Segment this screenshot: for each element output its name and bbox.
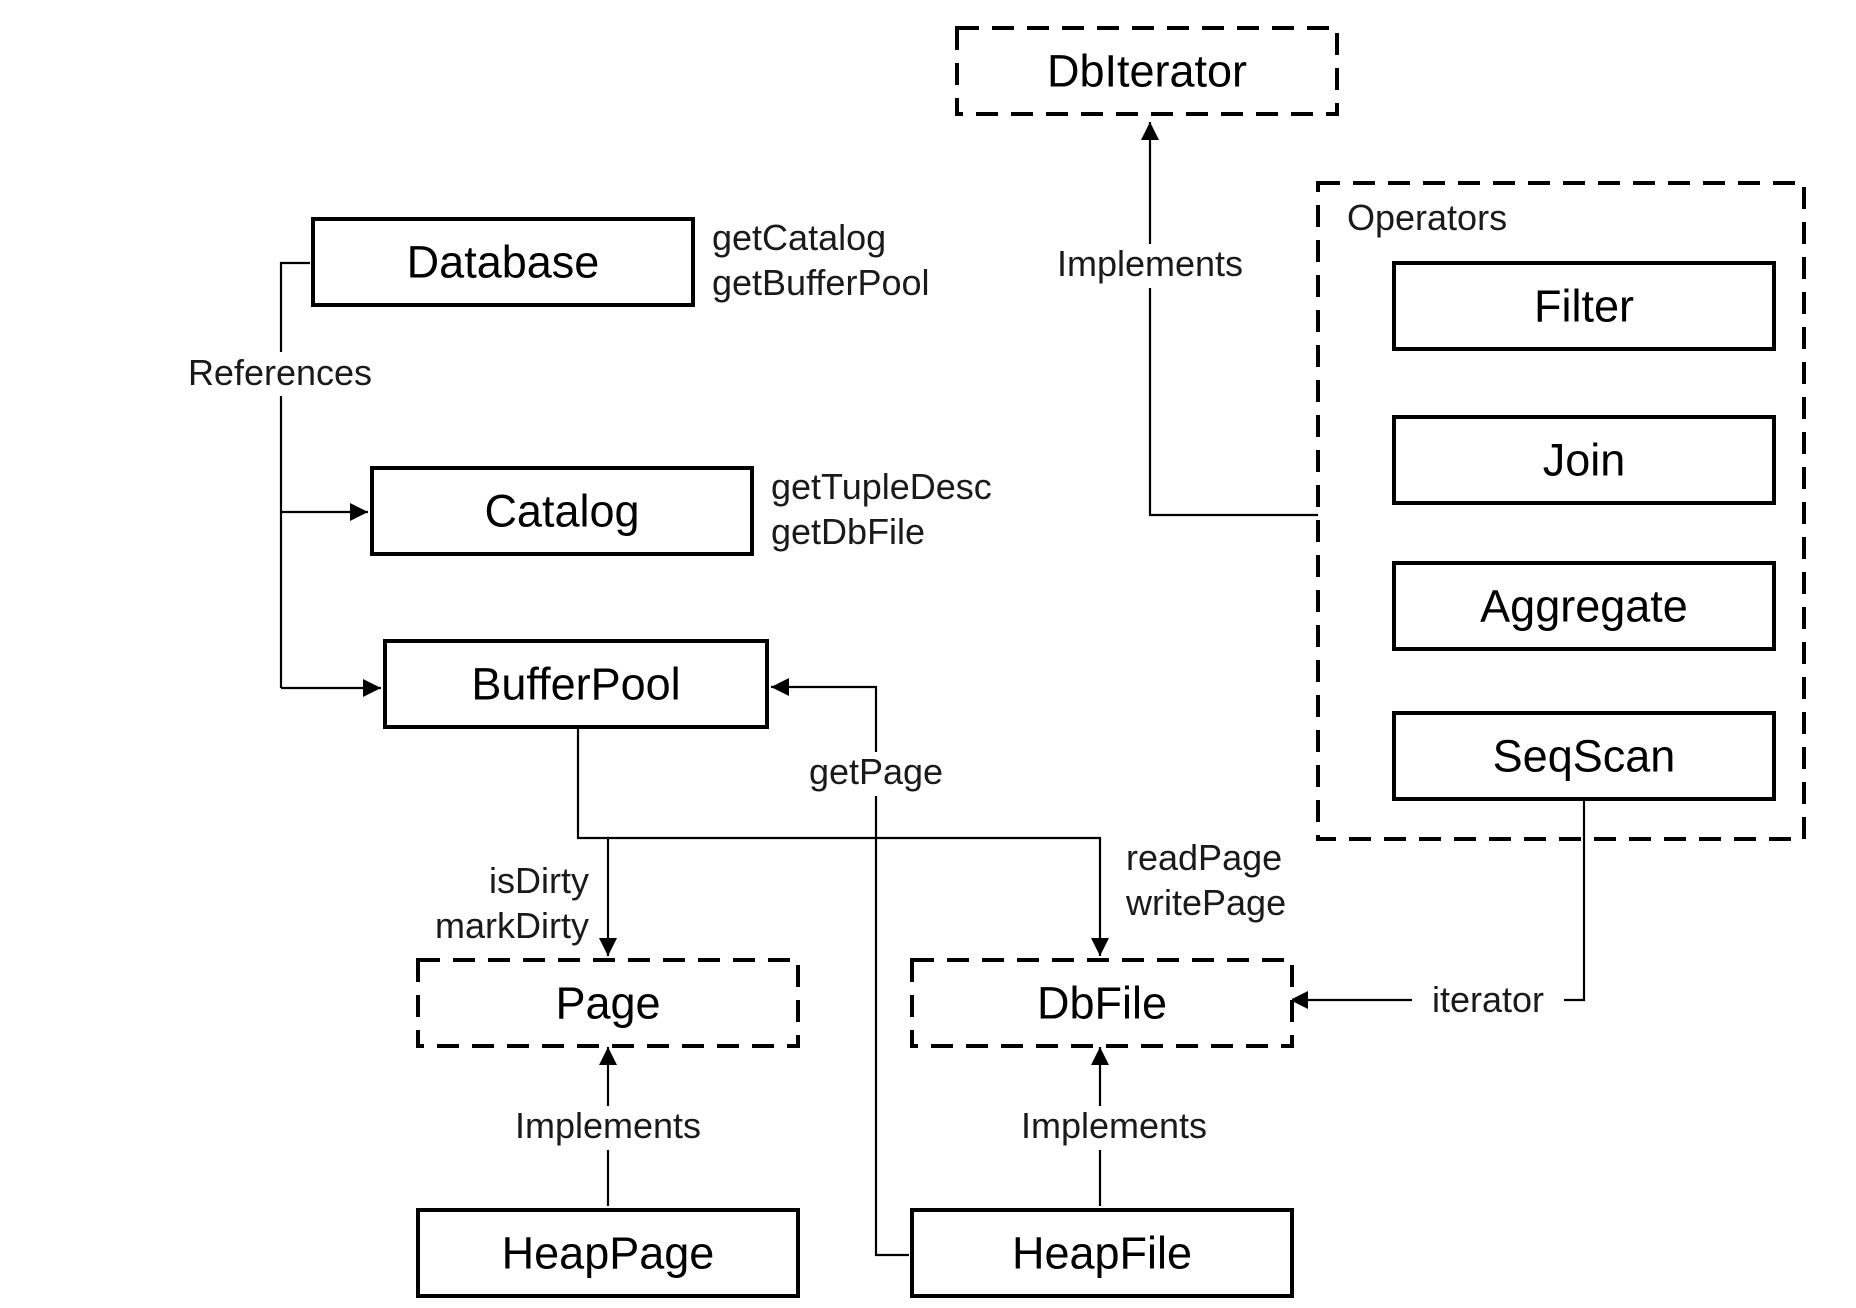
implements-dbiterator-label-bg: [1044, 244, 1256, 288]
getpage-label-bg: [798, 752, 954, 796]
page-method-isdirty: isDirty: [489, 860, 589, 901]
heappage-node: HeapPage: [416, 1208, 800, 1298]
seqscan-node: SeqScan: [1392, 711, 1776, 801]
database-label: Database: [407, 237, 600, 288]
catalog-label: Catalog: [484, 486, 639, 537]
references-connector: [279, 261, 310, 688]
implements-page-label: Implements: [515, 1105, 701, 1146]
page-label: Page: [555, 978, 660, 1029]
seqscan-label: SeqScan: [1493, 731, 1676, 782]
join-label: Join: [1543, 435, 1626, 486]
dbfile-node: DbFile: [910, 958, 1294, 1048]
dbfile-label: DbFile: [1037, 978, 1167, 1029]
implements-page-label-bg: [504, 1106, 712, 1150]
heappage-label: HeapPage: [502, 1228, 715, 1279]
catalog-node: Catalog: [370, 466, 754, 556]
heapfile-label: HeapFile: [1012, 1228, 1192, 1279]
database-method-getcatalog: getCatalog: [712, 217, 886, 258]
bufferpool-node: BufferPool: [383, 639, 769, 729]
iterator-label-bg: [1412, 978, 1564, 1022]
implements-dbiterator-label: Implements: [1057, 243, 1243, 284]
join-node: Join: [1392, 415, 1776, 505]
filter-label: Filter: [1534, 281, 1634, 332]
labels: getCatalog getBufferPool References getT…: [176, 217, 1564, 1150]
implements-dbfile-label: Implements: [1021, 1105, 1207, 1146]
references-label-bg: [176, 352, 382, 396]
aggregate-node: Aggregate: [1392, 561, 1776, 651]
page-node: Page: [416, 958, 800, 1048]
dbiterator-label: DbIterator: [1047, 46, 1247, 97]
operators-group-label: Operators: [1347, 197, 1507, 238]
dbfile-method-readpage: readPage: [1126, 837, 1282, 878]
operators-implements-dbiterator-arrow: [1141, 122, 1318, 517]
operators-group: Operators: [1316, 181, 1806, 841]
iterator-label: iterator: [1432, 979, 1544, 1020]
bufferpool-label: BufferPool: [471, 659, 680, 710]
bufferpool-access-connector: [576, 727, 1109, 956]
aggregate-label: Aggregate: [1480, 581, 1688, 632]
database-method-getbufferpool: getBufferPool: [712, 262, 930, 303]
catalog-method-gettupledesc: getTupleDesc: [771, 466, 992, 507]
database-node: Database: [311, 217, 695, 307]
filter-node: Filter: [1392, 261, 1776, 351]
implements-dbfile-label-bg: [1010, 1106, 1218, 1150]
references-label: References: [188, 352, 372, 393]
dbfile-method-writepage: writePage: [1125, 882, 1286, 923]
getpage-label: getPage: [809, 751, 943, 792]
catalog-method-getdbfile: getDbFile: [771, 511, 925, 552]
page-method-markdirty: markDirty: [435, 905, 589, 946]
seqscan-iterator-arrow: [1290, 800, 1586, 1009]
heapfile-node: HeapFile: [910, 1208, 1294, 1298]
heapfile-getpage-arrow: [771, 678, 909, 1257]
dbiterator-node: DbIterator: [955, 26, 1339, 116]
